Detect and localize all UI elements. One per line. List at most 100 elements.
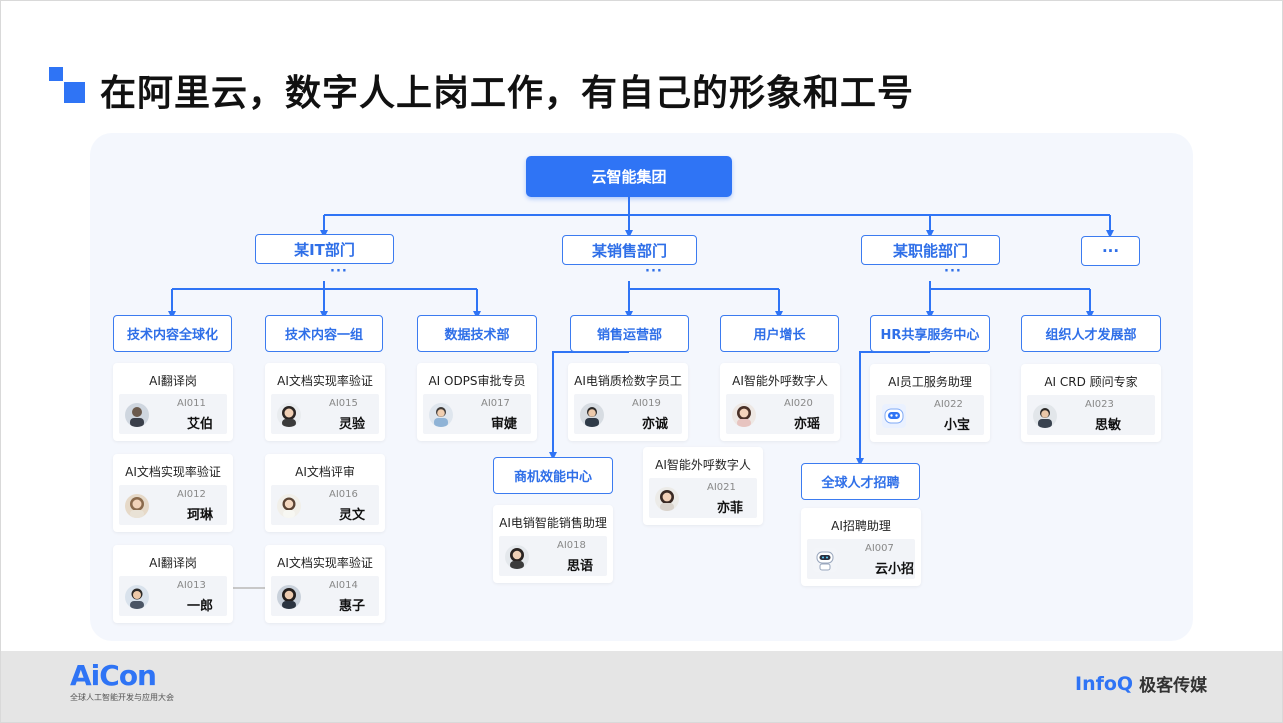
- employee-name: 思敏: [1095, 418, 1122, 433]
- employee-name: 灵文: [339, 508, 366, 523]
- employee-role: AI员工服务助理: [888, 375, 972, 389]
- avatar-woman-icon: [277, 585, 301, 609]
- employee-role: AI电销质检数字员工: [574, 374, 682, 388]
- avatar-man-icon: [125, 403, 149, 427]
- team-sales-ops[interactable]: 销售运营部: [570, 315, 689, 352]
- avatar-woman-icon: [505, 545, 529, 569]
- employee-role: AI翻译岗: [149, 556, 197, 570]
- aicon-logo-word: AiCon: [70, 659, 157, 692]
- infoq-cn-name: 极客传媒: [1139, 676, 1208, 696]
- avatar-woman-icon: [655, 487, 679, 511]
- employee-card-ai023[interactable]: AI CRD 顾问专家 AI023 思敏: [1021, 364, 1161, 442]
- employee-code: AI011: [177, 398, 206, 409]
- avatar-woman-icon: [277, 494, 301, 518]
- employee-card-ai022[interactable]: AI员工服务助理 AI022 小宝: [870, 364, 990, 442]
- employee-card-ai018[interactable]: AI电销智能销售助理 AI018 思语: [493, 505, 613, 583]
- team-talent-dev[interactable]: 组织人才发展部: [1021, 315, 1161, 352]
- employee-code: AI022: [934, 399, 963, 410]
- robot-icon: [882, 404, 906, 428]
- team-user-growth[interactable]: 用户增长: [720, 315, 839, 352]
- employee-name: 小宝: [944, 418, 971, 433]
- employee-code: AI018: [557, 540, 586, 551]
- employee-name: 一郎: [187, 599, 214, 614]
- connector-func-bus: [929, 281, 1090, 290]
- employee-name: 亦诚: [642, 417, 669, 432]
- employee-card-ai017[interactable]: AI ODPS审批专员 AI017 审婕: [417, 363, 537, 441]
- employee-role: AI文档实现率验证: [277, 556, 373, 570]
- employee-name: 云小招: [875, 562, 915, 577]
- dept-more[interactable]: ···: [1081, 236, 1140, 266]
- employee-role: AI文档实现率验证: [277, 374, 373, 388]
- employee-code: AI023: [1085, 399, 1114, 410]
- employee-card-ai020[interactable]: AI智能外呼数字人 AI020 亦瑶: [720, 363, 840, 441]
- slide-title: 在阿里云，数字人上岗工作，有自己的形象和工号: [100, 73, 915, 114]
- employee-role: AI CRD 顾问专家: [1044, 375, 1138, 389]
- employee-card-ai012[interactable]: AI文档实现率验证 AI012 珂琳: [113, 454, 233, 532]
- employee-code: AI020: [784, 398, 813, 409]
- robot-icon: [813, 548, 837, 572]
- infoq-logo: InfoQ 极客传媒: [1075, 671, 1208, 697]
- employee-card-ai016[interactable]: AI文档评审 AI016 灵文: [265, 454, 385, 532]
- team-hr-shared-service[interactable]: HR共享服务中心: [870, 315, 990, 352]
- ellipsis-it: ···: [330, 264, 348, 279]
- employee-name: 艾伯: [187, 417, 214, 432]
- employee-name: 亦瑶: [794, 417, 821, 432]
- employee-code: AI021: [707, 482, 736, 493]
- avatar-man-icon: [125, 585, 149, 609]
- employee-card-ai019[interactable]: AI电销质检数字员工 AI019 亦诚: [568, 363, 688, 441]
- employee-code: AI013: [177, 580, 206, 591]
- root-node[interactable]: 云智能集团: [526, 156, 732, 197]
- employee-role: AI智能外呼数字人: [655, 458, 751, 472]
- employee-role: AI文档评审: [295, 465, 355, 479]
- footer-bar: [1, 651, 1282, 722]
- employee-card-ai014[interactable]: AI文档实现率验证 AI014 惠子: [265, 545, 385, 623]
- ellipsis-functional: ···: [944, 264, 962, 279]
- employee-role: AI ODPS审批专员: [428, 374, 526, 388]
- employee-card-ai007[interactable]: AI招聘助理 AI007 云小招: [801, 508, 921, 586]
- team-data-tech[interactable]: 数据技术部: [417, 315, 537, 352]
- employee-name: 亦菲: [717, 501, 744, 516]
- team-biz-efficiency[interactable]: 商机效能中心: [493, 457, 613, 494]
- employee-card-ai013[interactable]: AI翻译岗 AI013 一郎: [113, 545, 233, 623]
- employee-name: 思语: [567, 559, 594, 574]
- employee-card-ai021[interactable]: AI智能外呼数字人 AI021 亦菲: [643, 447, 763, 525]
- avatar-man-icon: [580, 403, 604, 427]
- connector-ops-biz: [549, 351, 629, 460]
- infoq-brand: InfoQ: [1075, 672, 1134, 695]
- employee-name: 审婕: [491, 417, 518, 432]
- employee-code: AI014: [329, 580, 358, 591]
- employee-name: 珂琳: [187, 508, 214, 523]
- connector-sales-bus: [628, 281, 779, 290]
- employee-role: AI电销智能销售助理: [499, 516, 607, 530]
- team-global-recruit[interactable]: 全球人才招聘: [801, 463, 920, 500]
- title-accent-square-small: [49, 67, 63, 81]
- employee-role: AI翻译岗: [149, 374, 197, 388]
- employee-code: AI012: [177, 489, 206, 500]
- employee-role: AI智能外呼数字人: [732, 374, 828, 388]
- avatar-man-icon: [1033, 404, 1057, 428]
- employee-role: AI招聘助理: [831, 519, 891, 533]
- dept-it[interactable]: 某IT部门: [255, 234, 394, 264]
- employee-name: 惠子: [339, 599, 366, 614]
- employee-code: AI016: [329, 489, 358, 500]
- employee-code: AI007: [865, 543, 894, 554]
- dept-functional[interactable]: 某职能部门: [861, 235, 1000, 265]
- team-tech-content-1[interactable]: 技术内容一组: [265, 315, 383, 352]
- aicon-logo: AiCon 全球人工智能开发与应用大会: [70, 661, 174, 703]
- team-tech-content-global[interactable]: 技术内容全球化: [113, 315, 232, 352]
- aicon-logo-subtitle: 全球人工智能开发与应用大会: [70, 693, 174, 702]
- avatar-man-icon: [429, 403, 453, 427]
- avatar-woman-icon: [125, 494, 149, 518]
- employee-card-ai015[interactable]: AI文档实现率验证 AI015 灵验: [265, 363, 385, 441]
- avatar-woman-icon: [732, 403, 756, 427]
- title-accent-square-large: [64, 82, 85, 103]
- dept-sales[interactable]: 某销售部门: [562, 235, 697, 265]
- connector-it-bus: [172, 281, 477, 290]
- avatar-woman-icon: [277, 403, 301, 427]
- employee-role: AI文档实现率验证: [125, 465, 221, 479]
- employee-code: AI019: [632, 398, 661, 409]
- connector-hr-recruit: [856, 351, 930, 466]
- employee-card-ai011[interactable]: AI翻译岗 AI011 艾伯: [113, 363, 233, 441]
- employee-code: AI017: [481, 398, 510, 409]
